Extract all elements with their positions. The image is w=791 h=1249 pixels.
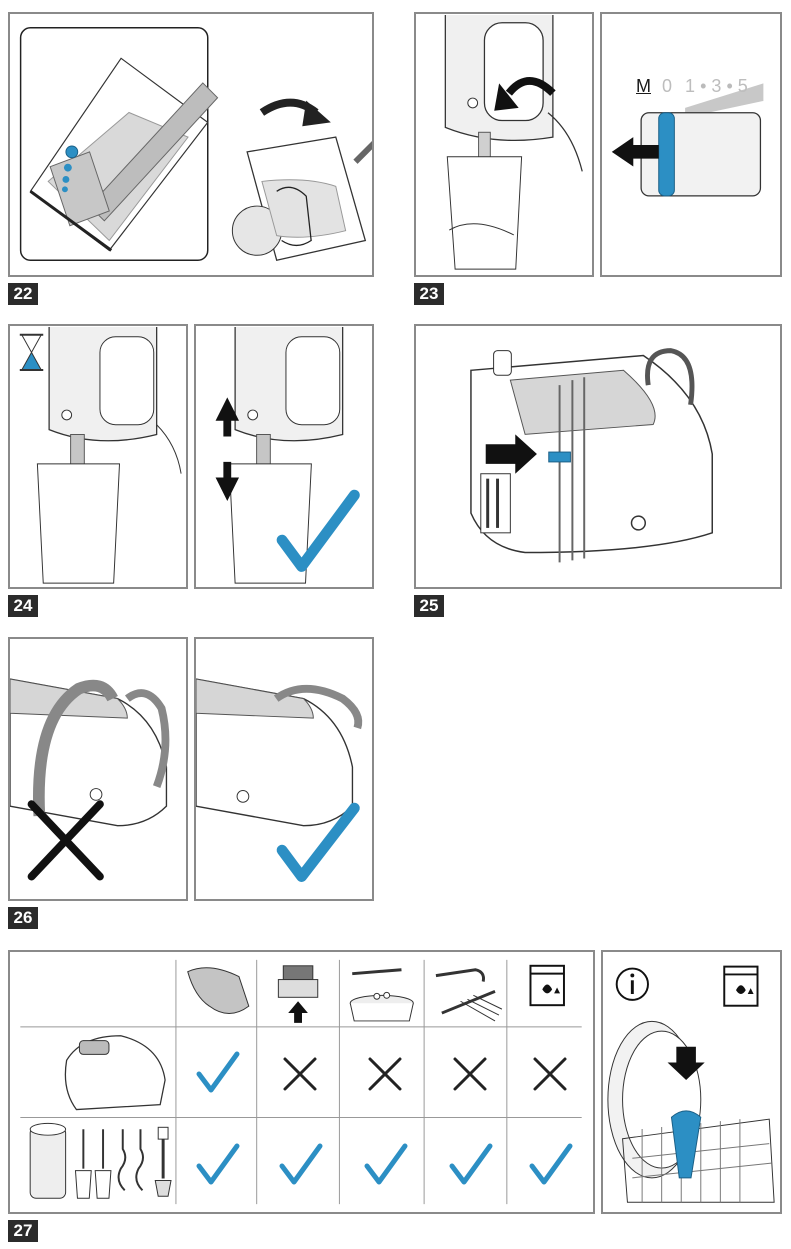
step-number-23: 23 <box>414 283 444 305</box>
step-25-panel <box>414 324 782 589</box>
scrub-sponge-icon <box>277 965 319 1023</box>
step-22-panel <box>8 12 374 277</box>
checkmark-icon <box>196 1143 240 1185</box>
speed-3-label: 3 <box>711 76 722 96</box>
speed-5-label: 5 <box>737 76 748 96</box>
checkmark-icon <box>449 1143 493 1185</box>
table-marks <box>10 952 593 1212</box>
cord-wrapped-wrong-illustration <box>10 678 170 881</box>
wash-basin-icon <box>349 968 414 1022</box>
accessories-icon <box>29 1122 172 1199</box>
step-23-panel-right: M 0 1 • 3 • 5 <box>600 12 782 277</box>
step-number-27: 27 <box>8 1220 38 1242</box>
cross-icon <box>283 1057 317 1091</box>
cleaning-table-panel <box>8 950 595 1214</box>
dishwasher-icon <box>723 965 759 1007</box>
step-number-24: 24 <box>8 595 38 617</box>
dishwasher-icon <box>529 964 565 1007</box>
step-26-panel-wrong <box>8 637 188 901</box>
step-24-panel-right <box>194 324 374 589</box>
step-26-panel-right <box>194 637 374 901</box>
step-number-22: 22 <box>8 283 38 305</box>
step-number-26: 26 <box>8 907 38 929</box>
cord-storage-illustration <box>470 348 713 563</box>
dishwasher-rack-illustration <box>607 965 775 1203</box>
step-24-panel-left <box>8 324 188 589</box>
info-icon <box>615 967 649 1001</box>
eject-button-illustration <box>611 83 764 197</box>
speed-m-label: M <box>636 76 651 96</box>
checkmark-icon <box>279 1143 323 1185</box>
blending-timer-illustration <box>19 326 182 584</box>
step-23-panel-left <box>414 12 594 277</box>
faucet-brush-icon <box>435 968 503 1022</box>
cross-icon <box>368 1057 402 1091</box>
checkmark-icon <box>276 489 360 572</box>
step-number-25: 25 <box>414 595 444 617</box>
up-down-motion-illustration <box>215 326 360 584</box>
cleaning-table-grid <box>20 959 582 1205</box>
speed-1-label: 1 <box>685 76 696 96</box>
bowl-scraping-illustration <box>19 27 372 261</box>
checkmark-icon <box>529 1143 573 1185</box>
mixer-release-illustration <box>444 14 583 270</box>
cross-icon <box>27 800 104 881</box>
cross-icon <box>533 1057 567 1091</box>
speed-0-label: 0 <box>662 76 673 96</box>
cord-correct-illustration <box>196 678 363 882</box>
up-down-arrow-icon <box>215 397 240 501</box>
hand-mixer-icon <box>64 1035 166 1111</box>
checkmark-icon <box>196 1051 240 1093</box>
hourglass-icon <box>19 333 44 371</box>
speed-scale: M 0 1 • 3 • 5 <box>636 76 748 96</box>
dishwasher-info-panel <box>601 950 782 1214</box>
cross-icon <box>453 1057 487 1091</box>
checkmark-icon <box>276 802 360 882</box>
cloth-icon <box>187 967 250 1015</box>
checkmark-icon <box>364 1143 408 1185</box>
